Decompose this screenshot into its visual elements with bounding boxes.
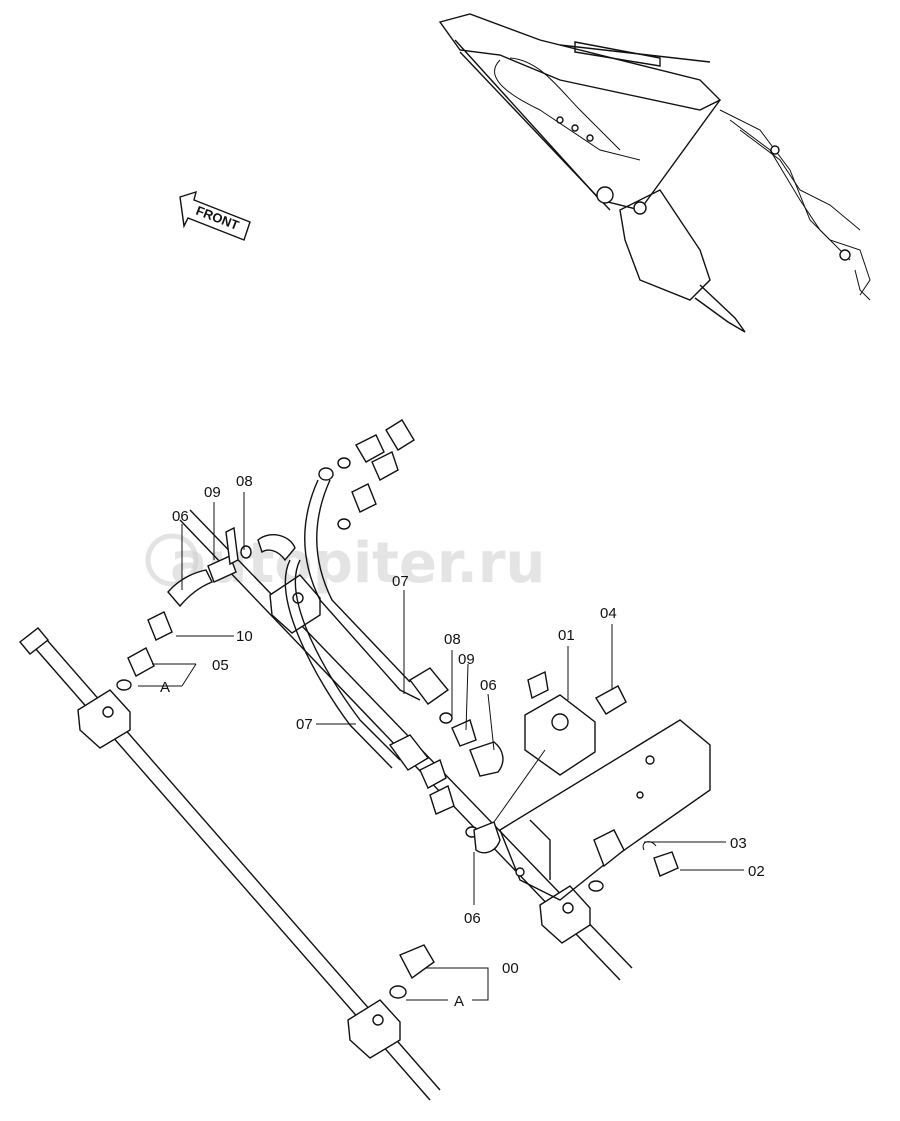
callout-a-bottom: A <box>454 993 464 1010</box>
callout-03: 03 <box>730 835 747 852</box>
callout-02: 02 <box>748 863 765 880</box>
callout-a-left: A <box>160 679 170 696</box>
fittings <box>116 419 679 999</box>
callout-09-middle: 09 <box>458 651 475 668</box>
callout-06-middle: 06 <box>480 677 497 694</box>
callout-05: 05 <box>212 657 229 674</box>
valve-block-01 <box>524 670 596 776</box>
left-boom-pipe <box>18 627 441 1101</box>
leader-lines <box>138 492 744 1001</box>
watermark-logo <box>145 533 199 587</box>
callout-07-top: 07 <box>392 573 409 590</box>
excavator-boom-overview <box>438 13 871 333</box>
callout-09-top: 09 <box>204 484 221 501</box>
callout-06-left: 06 <box>172 508 189 525</box>
hose-07 <box>284 479 450 771</box>
front-arrow: FRONT <box>179 190 251 241</box>
callout-04: 04 <box>600 605 617 622</box>
callout-01: 01 <box>558 627 575 644</box>
callout-08-top: 08 <box>236 473 253 490</box>
callout-10: 10 <box>236 628 253 645</box>
callout-labels: 00 01 02 03 04 05 06 06 06 07 07 08 08 0… <box>160 473 765 1010</box>
callout-00: 00 <box>502 960 519 977</box>
callout-06-bottom: 06 <box>464 910 481 927</box>
callout-08-middle: 08 <box>444 631 461 648</box>
mounting-bracket <box>499 719 711 901</box>
callout-07-left: 07 <box>296 716 313 733</box>
